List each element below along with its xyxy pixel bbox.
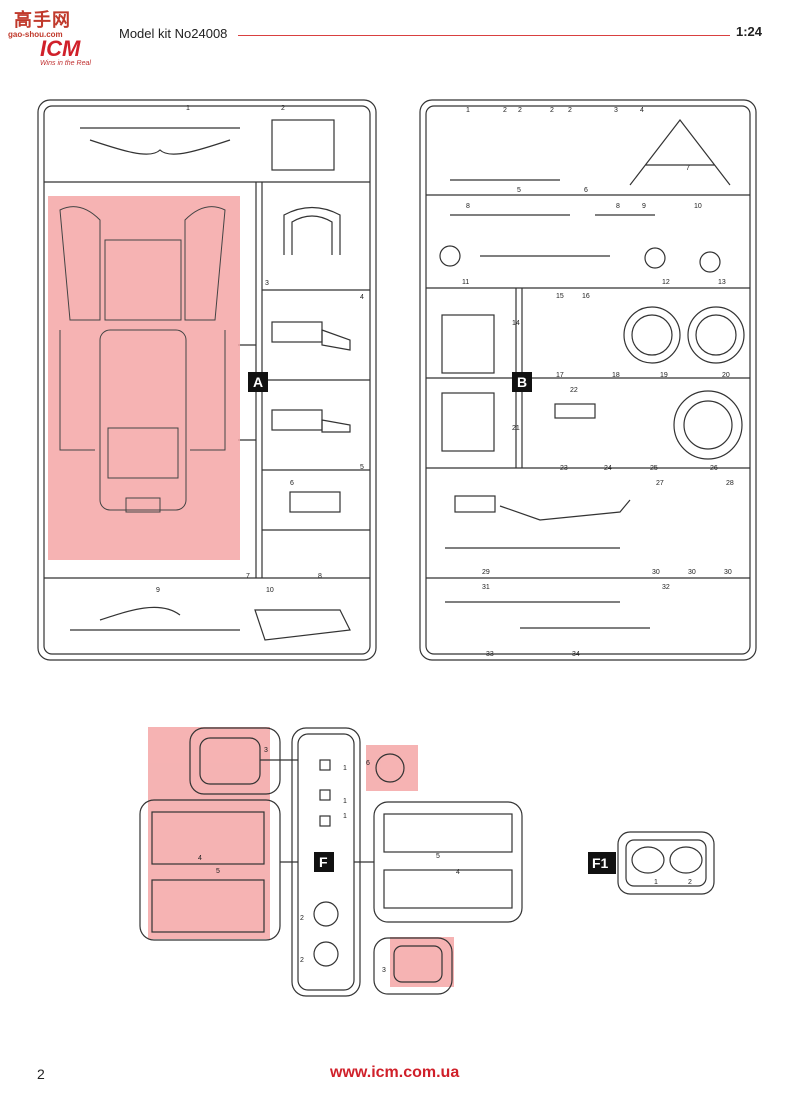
- svg-text:1: 1: [343, 765, 347, 772]
- sprue-a-highlight: [48, 196, 240, 560]
- svg-text:10: 10: [694, 203, 702, 210]
- svg-text:2: 2: [518, 107, 522, 114]
- svg-text:10: 10: [266, 587, 274, 594]
- svg-text:1: 1: [466, 107, 470, 114]
- svg-text:5: 5: [216, 868, 220, 875]
- sprue-f-part-numbers: 1 1 1 2 2 3 3 4 4 5 5 6: [198, 747, 460, 974]
- svg-text:2: 2: [550, 107, 554, 114]
- svg-text:11: 11: [462, 279, 469, 286]
- svg-text:4: 4: [198, 855, 202, 862]
- svg-text:9: 9: [642, 203, 646, 210]
- svg-text:2: 2: [503, 107, 507, 114]
- svg-text:1: 1: [186, 105, 190, 112]
- svg-text:26: 26: [710, 465, 718, 472]
- svg-text:2: 2: [300, 915, 304, 922]
- svg-text:6: 6: [290, 480, 294, 487]
- svg-text:8: 8: [616, 203, 620, 210]
- svg-text:1: 1: [343, 798, 347, 805]
- sprue-b-label-box: [512, 372, 532, 392]
- svg-text:24: 24: [604, 465, 612, 472]
- svg-text:29: 29: [482, 569, 490, 576]
- sprue-f1-label-box: [588, 852, 616, 874]
- svg-text:21: 21: [512, 425, 520, 432]
- svg-text:28: 28: [726, 480, 734, 487]
- svg-text:6: 6: [584, 187, 588, 194]
- svg-text:27: 27: [656, 480, 664, 487]
- svg-text:7: 7: [686, 165, 690, 172]
- svg-text:2: 2: [688, 879, 692, 886]
- sprue-f1-part-numbers: 1 2: [654, 879, 692, 886]
- svg-text:2: 2: [281, 105, 285, 112]
- svg-text:22: 22: [570, 387, 578, 394]
- svg-text:1: 1: [654, 879, 658, 886]
- svg-text:17: 17: [556, 372, 564, 379]
- logo-tagline: Wins in the Real: [40, 60, 91, 67]
- svg-text:25: 25: [650, 465, 658, 472]
- svg-text:7: 7: [246, 573, 250, 580]
- svg-text:2: 2: [300, 957, 304, 964]
- sprue-a-letter: A: [253, 374, 263, 390]
- sprue-f-label-box: [314, 852, 334, 872]
- svg-text:2: 2: [568, 107, 572, 114]
- svg-text:23: 23: [560, 465, 568, 472]
- sprue-f1-letter: F1: [592, 855, 609, 871]
- svg-text:16: 16: [582, 293, 590, 300]
- sprue-a-part-numbers: 1 2 3 4 5 6 7 8 9 10: [156, 105, 364, 594]
- svg-text:4: 4: [640, 107, 644, 114]
- svg-text:14: 14: [512, 320, 520, 327]
- kit-scale: 1:24: [735, 24, 762, 39]
- svg-text:31: 31: [482, 584, 490, 591]
- icm-logo: ICM: [40, 36, 81, 61]
- svg-text:6: 6: [366, 760, 370, 767]
- website-link[interactable]: www.icm.com.ua: [330, 1064, 460, 1081]
- sprue-f1: [617, 831, 715, 895]
- page-number: 2: [37, 1066, 45, 1082]
- sprue-a-label-box: [248, 372, 268, 392]
- svg-text:15: 15: [556, 293, 564, 300]
- svg-text:3: 3: [264, 747, 268, 754]
- svg-text:12: 12: [662, 279, 670, 286]
- svg-text:1: 1: [343, 813, 347, 820]
- sprue-f-letter: F: [319, 854, 328, 870]
- svg-text:13: 13: [718, 279, 726, 286]
- svg-text:4: 4: [456, 869, 460, 876]
- svg-text:5: 5: [436, 853, 440, 860]
- sprue-b-letter: B: [517, 374, 527, 390]
- svg-text:4: 4: [360, 294, 364, 301]
- sprue-a: [37, 99, 377, 661]
- svg-text:32: 32: [662, 584, 670, 591]
- svg-text:5: 5: [517, 187, 521, 194]
- svg-text:20: 20: [722, 372, 730, 379]
- svg-text:9: 9: [156, 587, 160, 594]
- svg-text:8: 8: [318, 573, 322, 580]
- svg-text:33: 33: [486, 651, 494, 658]
- header-divider: [238, 35, 730, 36]
- svg-text:34: 34: [572, 651, 580, 658]
- svg-text:18: 18: [612, 372, 620, 379]
- svg-text:19: 19: [660, 372, 668, 379]
- svg-text:5: 5: [360, 464, 364, 471]
- kit-title: Model kit No24008: [119, 26, 228, 41]
- logo-url-text: gao-shou.com: [8, 30, 63, 39]
- sprue-f: [139, 727, 523, 997]
- sprue-f-highlights: [148, 727, 454, 987]
- svg-text:30: 30: [724, 569, 732, 576]
- svg-text:3: 3: [265, 280, 269, 287]
- svg-text:30: 30: [688, 569, 696, 576]
- svg-text:30: 30: [652, 569, 660, 576]
- svg-text:8: 8: [466, 203, 470, 210]
- sprue-b: [419, 99, 757, 661]
- sprue-b-part-numbers: 1 2 2 2 2 3 4 5 6 7 8 8 9 10 11 12 13 14…: [462, 107, 734, 658]
- svg-text:3: 3: [382, 967, 386, 974]
- logo-chinese-text: 高手网: [14, 10, 71, 31]
- svg-text:3: 3: [614, 107, 618, 114]
